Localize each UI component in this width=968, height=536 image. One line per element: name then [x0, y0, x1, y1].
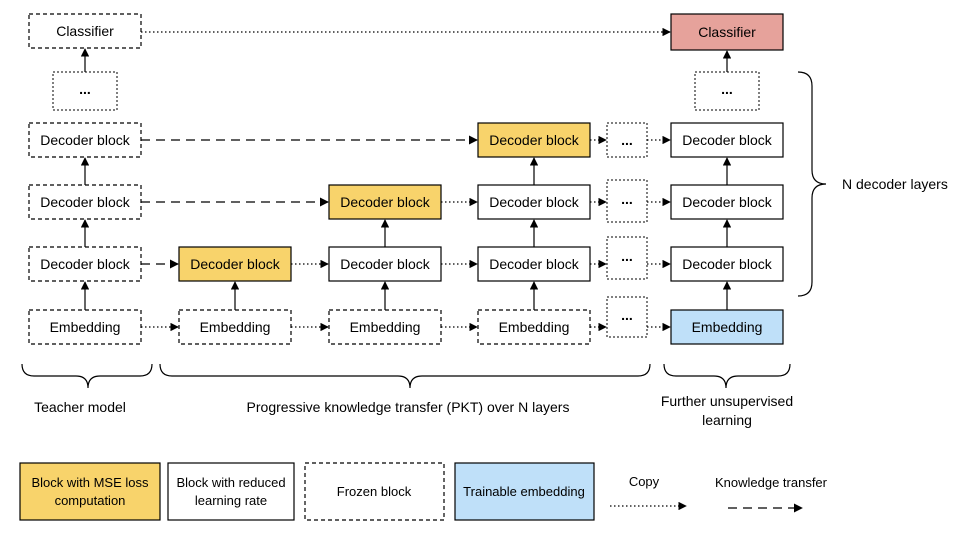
final-decoder-3-label: Decoder block	[682, 132, 772, 148]
teacher-decoder-1-label: Decoder block	[40, 256, 130, 272]
legend-trainable-label: Trainable embedding	[463, 484, 585, 499]
final-classifier-label: Classifier	[698, 24, 756, 40]
final-decoder-2	[670, 184, 784, 220]
legend-mse-swatch	[19, 462, 161, 521]
teacher-decoder-2	[28, 184, 142, 220]
final-decoder-3	[670, 122, 784, 158]
final-classifier	[670, 13, 784, 51]
ellipsis-row-0-label: ...	[621, 307, 633, 323]
step3-decoder-mse	[477, 122, 591, 158]
teacher-decoder-3-label: Decoder block	[40, 132, 130, 148]
braces	[21, 71, 827, 389]
ellipsis-row-3	[606, 122, 648, 158]
legend-copy-label: Copy	[629, 474, 660, 489]
final-decoder-2-label: Decoder block	[682, 194, 772, 210]
teacher-ellipsis-block	[52, 71, 118, 111]
ellipsis-row-3-label: ...	[621, 132, 633, 148]
knowledge-transfer-arrows	[141, 135, 478, 269]
step3-embedding-label: Embedding	[499, 319, 570, 335]
teacher-classifier-block	[28, 13, 142, 49]
further-label-line2: learning	[702, 412, 752, 428]
step3-decoder-mse-label: Decoder block	[489, 132, 579, 148]
n-layers-brace	[797, 71, 827, 297]
legend-trainable-swatch	[454, 462, 595, 521]
teacher-classifier-label: Classifier	[56, 23, 114, 39]
step3-decoder-2-label: Decoder block	[489, 194, 579, 210]
step2-embedding-label: Embedding	[350, 319, 421, 335]
teacher-model-label: Teacher model	[34, 399, 126, 415]
ellipsis-row-1	[606, 236, 648, 280]
legend-knowledge-transfer-label: Knowledge transfer	[715, 475, 828, 490]
pkt-step-2: Decoder block Decoder block Embedding	[328, 184, 442, 345]
legend-mse-line2: computation	[55, 493, 126, 508]
teacher-decoder-1	[28, 246, 142, 282]
legend-reduced-line2: learning rate	[195, 493, 267, 508]
final-ellipsis-label: ...	[721, 81, 733, 97]
legend-frozen-swatch	[304, 462, 445, 521]
teacher-decoder-2-label: Decoder block	[40, 194, 130, 210]
step2-decoder-1	[328, 246, 442, 282]
pkt-brace	[159, 363, 651, 389]
teacher-ellipsis-label: ...	[79, 81, 91, 97]
pkt-step-3: Decoder block Decoder block Decoder bloc…	[477, 122, 591, 345]
step1-decoder-mse	[178, 246, 292, 282]
step1-decoder-label: Decoder block	[190, 256, 280, 272]
legend-reduced-line1: Block with reduced	[176, 475, 285, 490]
ellipsis-row-2-label: ...	[621, 191, 633, 207]
step3-embedding	[477, 309, 591, 345]
step3-decoder-1-label: Decoder block	[489, 256, 579, 272]
further-label-line1: Further unsupervised	[661, 393, 793, 409]
ellipsis-row-2	[606, 179, 648, 223]
teacher-brace	[21, 363, 153, 389]
ellipsis-row-1-label: ...	[621, 248, 633, 264]
step1-embedding-label: Embedding	[200, 319, 271, 335]
pkt-step-1: Decoder block Embedding	[178, 246, 292, 345]
legend-mse-line1: Block with MSE loss	[31, 475, 149, 490]
teacher-embedding-label: Embedding	[50, 319, 121, 335]
step2-decoder-mse-label: Decoder block	[340, 194, 430, 210]
further-brace	[663, 363, 791, 389]
copy-arrows	[141, 27, 671, 332]
final-decoder-1	[670, 246, 784, 282]
final-embedding-label: Embedding	[692, 319, 763, 335]
legend-frozen-label: Frozen block	[337, 484, 412, 499]
n-decoder-layers-label: N decoder layers	[842, 176, 948, 192]
ellipsis-column: ... ... ... ...	[606, 122, 648, 338]
legend: Block with MSE loss computation Block wi…	[19, 462, 828, 521]
ellipsis-row-0	[606, 296, 648, 338]
final-model-column: Classifier ... Decoder block Decoder blo…	[670, 13, 784, 345]
pkt-label: Progressive knowledge transfer (PKT) ove…	[247, 399, 570, 415]
step2-decoder-1-label: Decoder block	[340, 256, 430, 272]
teacher-decoder-3	[28, 122, 142, 158]
teacher-column: Classifier ... Decoder block Decoder blo…	[28, 13, 142, 345]
teacher-embedding	[28, 309, 142, 345]
final-decoder-1-label: Decoder block	[682, 256, 772, 272]
step1-embedding	[178, 309, 292, 345]
legend-reduced-swatch	[167, 462, 295, 521]
